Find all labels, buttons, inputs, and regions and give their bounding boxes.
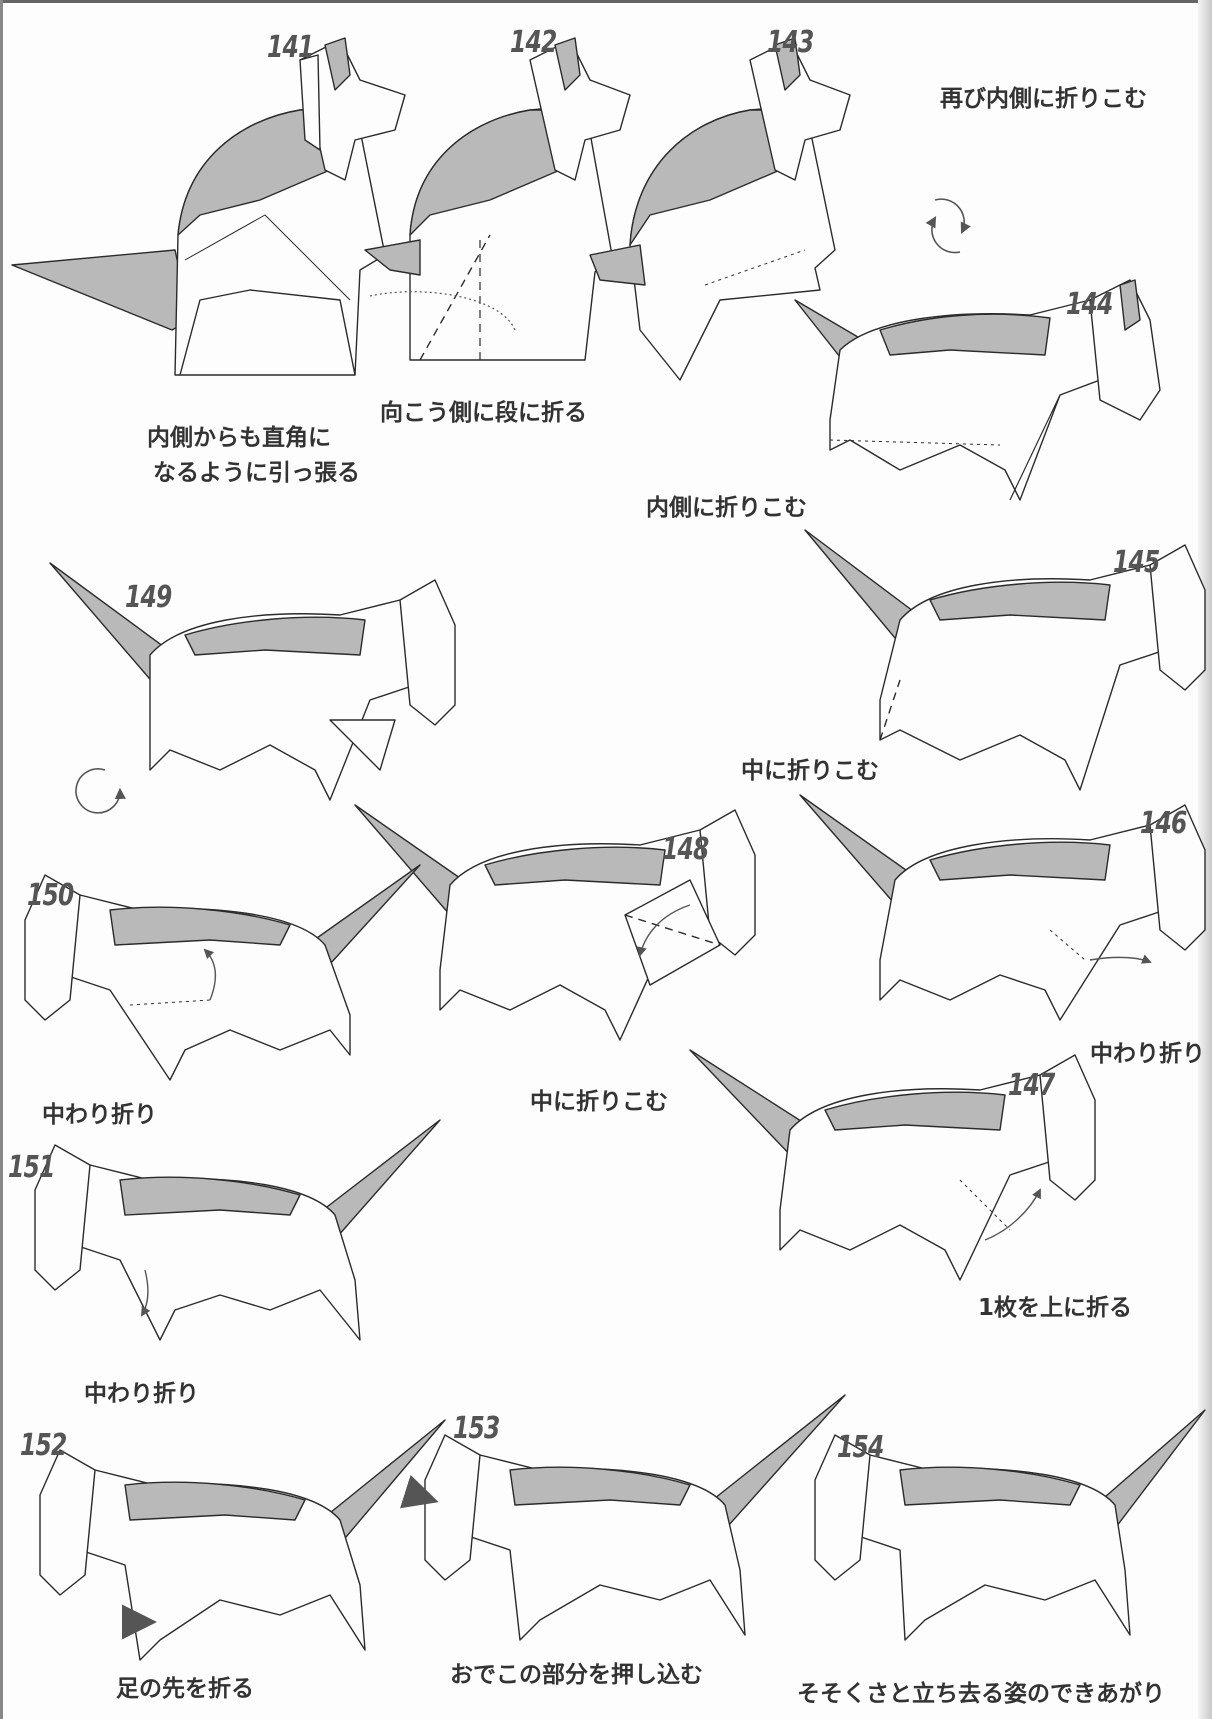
step-141-figure bbox=[12, 38, 405, 375]
step-151-figure bbox=[35, 1120, 440, 1340]
step-number: 143 bbox=[767, 25, 814, 60]
instruction-note: 中わり折り bbox=[42, 1098, 157, 1132]
step-number: 142 bbox=[510, 25, 557, 60]
instruction-note: 1枚を上に折る bbox=[978, 1291, 1132, 1325]
step-number: 146 bbox=[1140, 806, 1187, 841]
step-number: 144 bbox=[1066, 287, 1113, 322]
instruction-note: なるように引っ張る bbox=[153, 456, 360, 490]
instruction-note: 中に折りこむ bbox=[741, 754, 879, 788]
step-number: 152 bbox=[20, 1428, 67, 1463]
instruction-note: 内側に折りこむ bbox=[646, 491, 807, 525]
instruction-note: 内側からも直角に bbox=[147, 421, 331, 455]
rotate-arrow-icon bbox=[932, 199, 964, 252]
step-number: 149 bbox=[125, 580, 172, 615]
instruction-note: 再び内側に折りこむ bbox=[940, 82, 1147, 116]
step-number: 148 bbox=[662, 832, 709, 867]
step-number: 141 bbox=[267, 30, 314, 65]
step-number: 150 bbox=[27, 878, 74, 913]
step-number: 153 bbox=[453, 1411, 500, 1446]
instruction-note: おでこの部分を押し込む bbox=[450, 1658, 703, 1692]
step-142-figure bbox=[365, 38, 630, 360]
instruction-note: 中に折りこむ bbox=[530, 1085, 668, 1119]
step-number: 145 bbox=[1113, 545, 1160, 580]
step-149-figure bbox=[50, 563, 455, 800]
step-number: 147 bbox=[1008, 1068, 1055, 1103]
instruction-note: 足の先を折る bbox=[116, 1672, 254, 1706]
step-number: 154 bbox=[837, 1430, 884, 1465]
step-150-figure bbox=[25, 865, 420, 1080]
step-152-figure bbox=[40, 1420, 445, 1660]
step-number: 151 bbox=[8, 1150, 55, 1185]
instruction-note: 中わり折り bbox=[1090, 1037, 1205, 1071]
rotate-arrow-icon bbox=[76, 769, 120, 813]
instruction-note: そそくさと立ち去る姿のできあがり bbox=[797, 1677, 1165, 1711]
instruction-note: 向こう側に段に折る bbox=[380, 396, 587, 430]
instruction-note: 中わり折り bbox=[84, 1377, 199, 1411]
step-143-figure bbox=[590, 38, 850, 380]
